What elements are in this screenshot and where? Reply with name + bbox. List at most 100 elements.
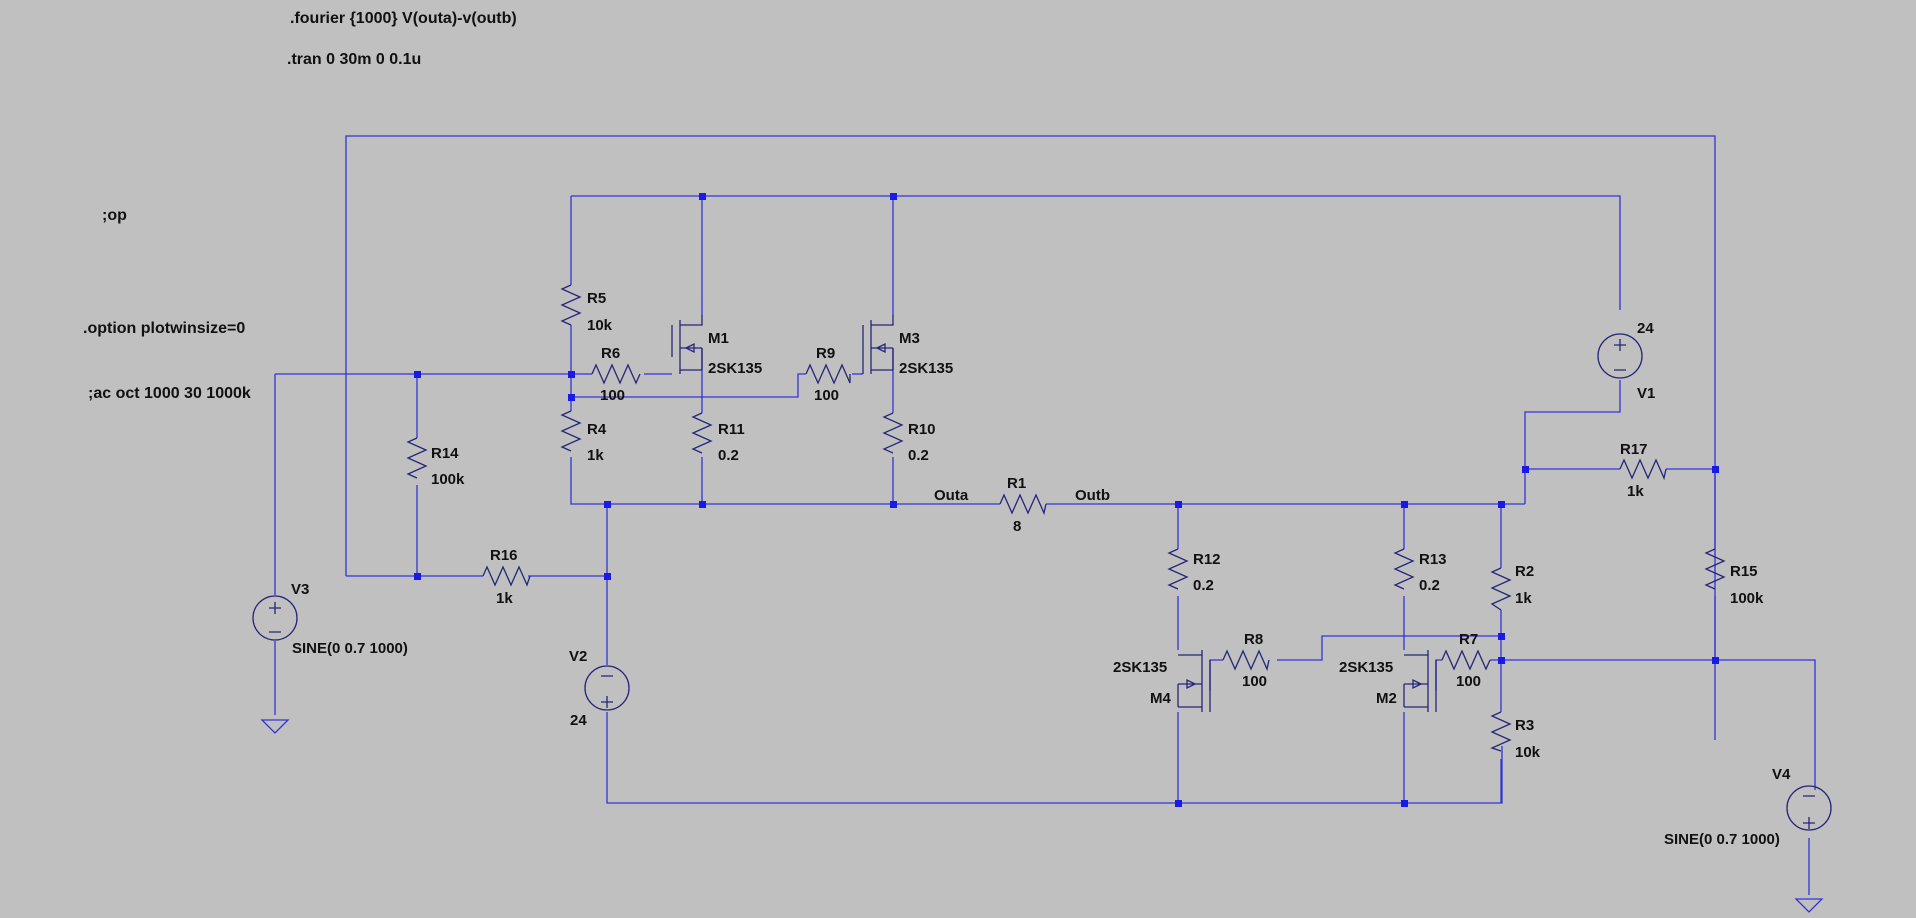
junction-dot bbox=[604, 573, 611, 580]
voltage-source-V4-name: V4 bbox=[1772, 766, 1791, 783]
resistor-R4[interactable] bbox=[560, 410, 582, 452]
mosfet-M4[interactable] bbox=[1177, 650, 1211, 712]
resistor-R6[interactable] bbox=[591, 363, 641, 385]
resistor-R7[interactable] bbox=[1441, 649, 1491, 671]
junction-dot bbox=[699, 193, 706, 200]
junction-dot bbox=[890, 193, 897, 200]
mosfet-M3-value: 2SK135 bbox=[899, 360, 953, 377]
junction-dot bbox=[414, 371, 421, 378]
resistor-R1-name: R1 bbox=[1007, 475, 1026, 492]
voltage-source-V2-name: V2 bbox=[569, 648, 587, 665]
resistor-R1[interactable] bbox=[999, 493, 1047, 516]
directive-fourier[interactable]: .fourier {1000} V(outa)-v(outb) bbox=[290, 10, 517, 27]
junction-dot bbox=[1522, 466, 1529, 473]
junction-dot bbox=[1712, 466, 1719, 473]
directive-option[interactable]: .option plotwinsize=0 bbox=[83, 320, 245, 337]
resistor-R13-value: 0.2 bbox=[1419, 577, 1440, 594]
resistor-R9-value: 100 bbox=[814, 387, 839, 404]
resistor-R16[interactable] bbox=[482, 565, 531, 587]
resistor-R2-name: R2 bbox=[1515, 563, 1534, 580]
resistor-R5-name: R5 bbox=[587, 290, 606, 307]
resistor-R15-value: 100k bbox=[1730, 590, 1764, 607]
resistor-R7-name: R7 bbox=[1459, 631, 1478, 648]
resistor-R11-name: R11 bbox=[718, 421, 745, 438]
junction-dot bbox=[1498, 657, 1505, 664]
resistor-R3[interactable] bbox=[1490, 711, 1512, 752]
resistor-R6-value: 100 bbox=[600, 387, 625, 404]
resistor-R13[interactable] bbox=[1393, 548, 1415, 590]
resistor-R14-value: 100k bbox=[431, 471, 465, 488]
mosfet-M3[interactable] bbox=[862, 315, 894, 374]
voltage-source-V3-name: V3 bbox=[291, 581, 309, 598]
resistor-R2-value: 1k bbox=[1515, 590, 1532, 607]
voltage-source-V4-value: SINE(0 0.7 1000) bbox=[1664, 831, 1780, 848]
junction-dot bbox=[414, 573, 421, 580]
resistor-R17-value: 1k bbox=[1627, 483, 1644, 500]
mosfet-M2-value: 2SK135 bbox=[1339, 659, 1393, 676]
mosfet-M2[interactable] bbox=[1403, 650, 1437, 712]
wires bbox=[274, 135, 1816, 895]
voltage-source-V3[interactable] bbox=[252, 595, 298, 641]
voltage-source-V1[interactable] bbox=[1597, 333, 1643, 379]
resistor-R14[interactable] bbox=[406, 437, 428, 479]
resistor-R11[interactable] bbox=[691, 412, 713, 454]
resistor-R12-name: R12 bbox=[1193, 551, 1221, 568]
resistor-R10-name: R10 bbox=[908, 421, 936, 438]
ground-symbol bbox=[260, 719, 290, 734]
resistor-R10[interactable] bbox=[882, 412, 904, 454]
resistor-R14-name: R14 bbox=[431, 445, 459, 462]
junctions bbox=[414, 193, 1719, 807]
junction-dot bbox=[604, 501, 611, 508]
mosfet-M1-name: M1 bbox=[708, 330, 729, 347]
junction-dot bbox=[1401, 800, 1408, 807]
ground-symbol bbox=[1794, 898, 1824, 913]
resistor-R15[interactable] bbox=[1704, 548, 1726, 590]
resistor-R8-value: 100 bbox=[1242, 673, 1267, 690]
resistor-R16-name: R16 bbox=[490, 547, 518, 564]
directive-op[interactable]: ;op bbox=[102, 207, 127, 224]
resistor-R13-name: R13 bbox=[1419, 551, 1447, 568]
mosfet-M4-value: 2SK135 bbox=[1113, 659, 1167, 676]
junction-dot bbox=[568, 371, 575, 378]
net-label-outb[interactable]: Outb bbox=[1075, 487, 1110, 504]
voltage-source-V1-name: V1 bbox=[1637, 385, 1655, 402]
resistor-R4-value: 1k bbox=[587, 447, 604, 464]
resistor-R12[interactable] bbox=[1167, 548, 1189, 590]
resistor-R16-value: 1k bbox=[496, 590, 513, 607]
junction-dot bbox=[1401, 501, 1408, 508]
mosfet-M4-name: M4 bbox=[1150, 690, 1171, 707]
voltage-source-V4[interactable] bbox=[1786, 785, 1832, 831]
junction-dot bbox=[1498, 501, 1505, 508]
resistor-R1-value: 8 bbox=[1013, 518, 1021, 535]
resistor-R8[interactable] bbox=[1222, 649, 1270, 672]
junction-dot bbox=[1498, 633, 1505, 640]
resistor-R11-value: 0.2 bbox=[718, 447, 739, 464]
junction-dot bbox=[1175, 800, 1182, 807]
mosfet-M2-name: M2 bbox=[1376, 690, 1397, 707]
resistor-R6-name: R6 bbox=[601, 345, 620, 362]
resistor-R9[interactable] bbox=[805, 363, 851, 385]
mosfet-M3-name: M3 bbox=[899, 330, 920, 347]
resistor-R17-name: R17 bbox=[1620, 441, 1648, 458]
resistor-R17[interactable] bbox=[1619, 458, 1667, 481]
mosfet-M1-value: 2SK135 bbox=[708, 360, 762, 377]
resistor-R8-name: R8 bbox=[1244, 631, 1263, 648]
voltage-source-V1-value: 24 bbox=[1637, 320, 1654, 337]
junction-dot bbox=[1712, 657, 1719, 664]
voltage-source-V2-value: 24 bbox=[570, 712, 587, 729]
voltage-source-V2[interactable] bbox=[584, 665, 630, 711]
resistor-R7-value: 100 bbox=[1456, 673, 1481, 690]
junction-dot bbox=[699, 501, 706, 508]
junction-dot bbox=[890, 501, 897, 508]
resistor-R5[interactable] bbox=[560, 284, 582, 326]
junction-dot bbox=[568, 394, 575, 401]
resistor-R2[interactable] bbox=[1490, 567, 1512, 611]
mosfet-M1[interactable] bbox=[671, 315, 703, 374]
directive-tran[interactable]: .tran 0 30m 0 0.1u bbox=[287, 51, 421, 68]
net-label-outa[interactable]: Outa bbox=[934, 487, 969, 504]
resistor-R4-name: R4 bbox=[587, 421, 607, 438]
directive-ac[interactable]: ;ac oct 1000 30 1000k bbox=[88, 385, 251, 402]
resistor-R3-value: 10k bbox=[1515, 744, 1541, 761]
resistor-R9-name: R9 bbox=[816, 345, 835, 362]
